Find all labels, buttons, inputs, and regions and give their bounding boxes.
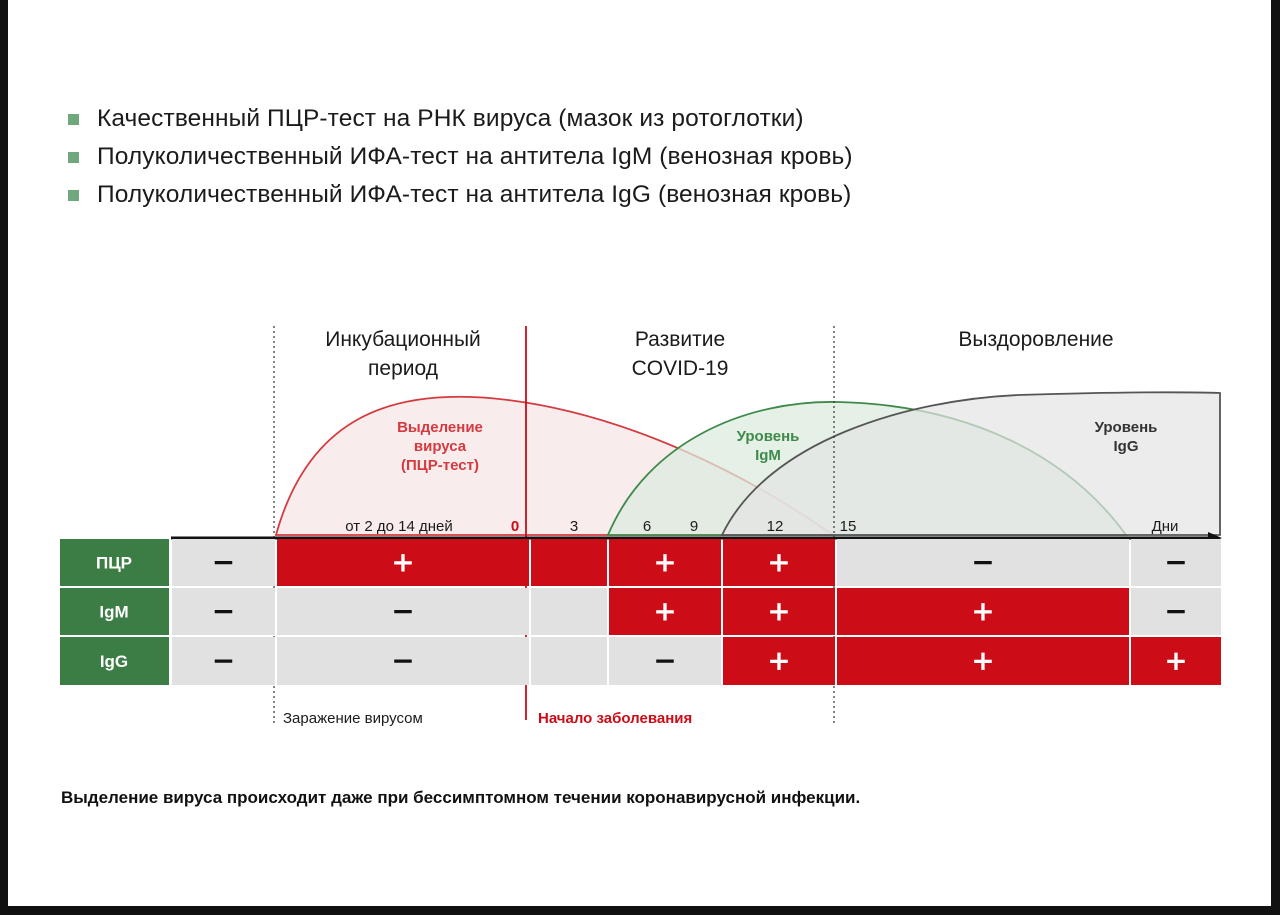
phase-incubation-title: Инкубационный: [325, 328, 481, 351]
result-cell-igg: [277, 637, 529, 685]
axis-unit-label: Дни: [1152, 518, 1179, 535]
result-cell-igg: [172, 637, 275, 685]
virus-curve-label: (ПЦР-тест): [401, 457, 479, 474]
negative-result-icon: −: [1164, 546, 1187, 579]
result-cell-igm: [837, 588, 1129, 635]
row-label-cell-pcr: [60, 539, 169, 586]
result-cell-igm: [277, 588, 529, 635]
test-item-label: Полуколичественный ИФА-тест на антитела …: [97, 143, 853, 170]
igg-curve-label: Уровень: [1095, 419, 1158, 436]
result-cell-igg: [609, 637, 721, 685]
covid-test-timeline-diagram: Инкубационный период Развитие COVID-19 В…: [60, 326, 1222, 727]
phase-incubation-subtitle: период: [368, 357, 438, 380]
positive-result-icon: +: [391, 546, 414, 579]
phase-development-subtitle: COVID-19: [632, 357, 729, 380]
result-cell-igg: [1131, 637, 1221, 685]
positive-result-icon: +: [971, 595, 994, 628]
results-table: − + + + − − − − + + + − − − − + + + ПЦР IgM IgG: [60, 539, 1221, 685]
negative-result-icon: −: [1164, 595, 1187, 628]
result-cell-igm: [172, 588, 275, 635]
negative-result-icon: −: [391, 595, 414, 628]
phase-recovery-title: Выздоровление: [958, 328, 1113, 351]
negative-result-icon: −: [212, 595, 235, 628]
result-cell-igg: [723, 637, 835, 685]
result-cell-igg: [837, 637, 1129, 685]
onset-event-label: Начало заболевания: [538, 710, 692, 727]
bullet-square-icon: [68, 113, 79, 125]
negative-result-icon: −: [212, 644, 235, 677]
igm-curve-label: IgM: [755, 447, 781, 464]
igm-curve-label: Уровень: [737, 428, 800, 445]
phase-development-title: Развитие: [635, 328, 725, 351]
result-cell-igm: [723, 588, 835, 635]
positive-result-icon: +: [653, 546, 676, 579]
axis-tick-6: 6: [643, 518, 651, 535]
result-cell-igg: [531, 637, 607, 685]
bullet-square-icon: [68, 189, 79, 201]
test-item-label: Качественный ПЦР-тест на РНК вируса (маз…: [97, 105, 804, 132]
infection-event-label: Заражение вирусом: [283, 710, 423, 727]
result-cell-pcr: [837, 539, 1129, 586]
test-item-pcr: Качественный ПЦР-тест на РНК вируса (маз…: [68, 100, 853, 138]
result-cell-pcr: [1131, 539, 1221, 586]
test-item-igg: Полуколичественный ИФА-тест на антитела …: [68, 176, 853, 214]
row-label-igm: IgM: [99, 603, 128, 622]
result-cell-igm: [531, 588, 607, 635]
result-cell-pcr: [172, 539, 275, 586]
cropped-next-line: [68, 903, 868, 906]
negative-result-icon: −: [391, 644, 414, 677]
row-label-cell-igm: [60, 588, 169, 635]
positive-result-icon: +: [971, 644, 994, 677]
negative-result-icon: −: [971, 546, 994, 579]
axis-label-incubation-range: от 2 до 14 дней: [345, 518, 452, 535]
positive-result-icon: +: [767, 644, 790, 677]
axis-tick-12: 12: [767, 518, 784, 535]
positive-result-icon: +: [767, 595, 790, 628]
slide-page: Качественный ПЦР-тест на РНК вируса (маз…: [8, 0, 1271, 906]
result-cell-pcr: [609, 539, 721, 586]
result-cell-pcr: [277, 539, 529, 586]
curves-layer: [274, 391, 1221, 536]
axis-tick-3: 3: [570, 518, 578, 535]
positive-result-icon: +: [767, 546, 790, 579]
result-cell-igm: [1131, 588, 1221, 635]
result-cell-igm: [609, 588, 721, 635]
result-cell-pcr: [531, 539, 607, 586]
virus-curve-label: Выделение: [397, 419, 483, 436]
axis-tick-9: 9: [690, 518, 698, 535]
axis-tick-15: 15: [840, 518, 857, 535]
axis-tick-0: 0: [511, 518, 519, 535]
negative-result-icon: −: [212, 546, 235, 579]
test-item-label: Полуколичественный ИФА-тест на антитела …: [97, 181, 852, 208]
test-list: Качественный ПЦР-тест на РНК вируса (маз…: [68, 100, 853, 214]
virus-curve-label: вируса: [414, 438, 467, 455]
test-item-igm: Полуколичественный ИФА-тест на антитела …: [68, 138, 853, 176]
negative-result-icon: −: [653, 644, 676, 677]
positive-result-icon: +: [1164, 644, 1187, 677]
row-label-igg: IgG: [100, 652, 128, 671]
footnote: Выделение вируса происходит даже при бес…: [61, 788, 861, 807]
result-cell-pcr: [723, 539, 835, 586]
bullet-square-icon: [68, 151, 79, 163]
row-label-pcr: ПЦР: [96, 554, 132, 573]
row-label-cell-igg: [60, 637, 169, 685]
igg-curve-label: IgG: [1114, 438, 1139, 455]
igg-level-curve: [720, 391, 1221, 536]
positive-result-icon: +: [653, 595, 676, 628]
